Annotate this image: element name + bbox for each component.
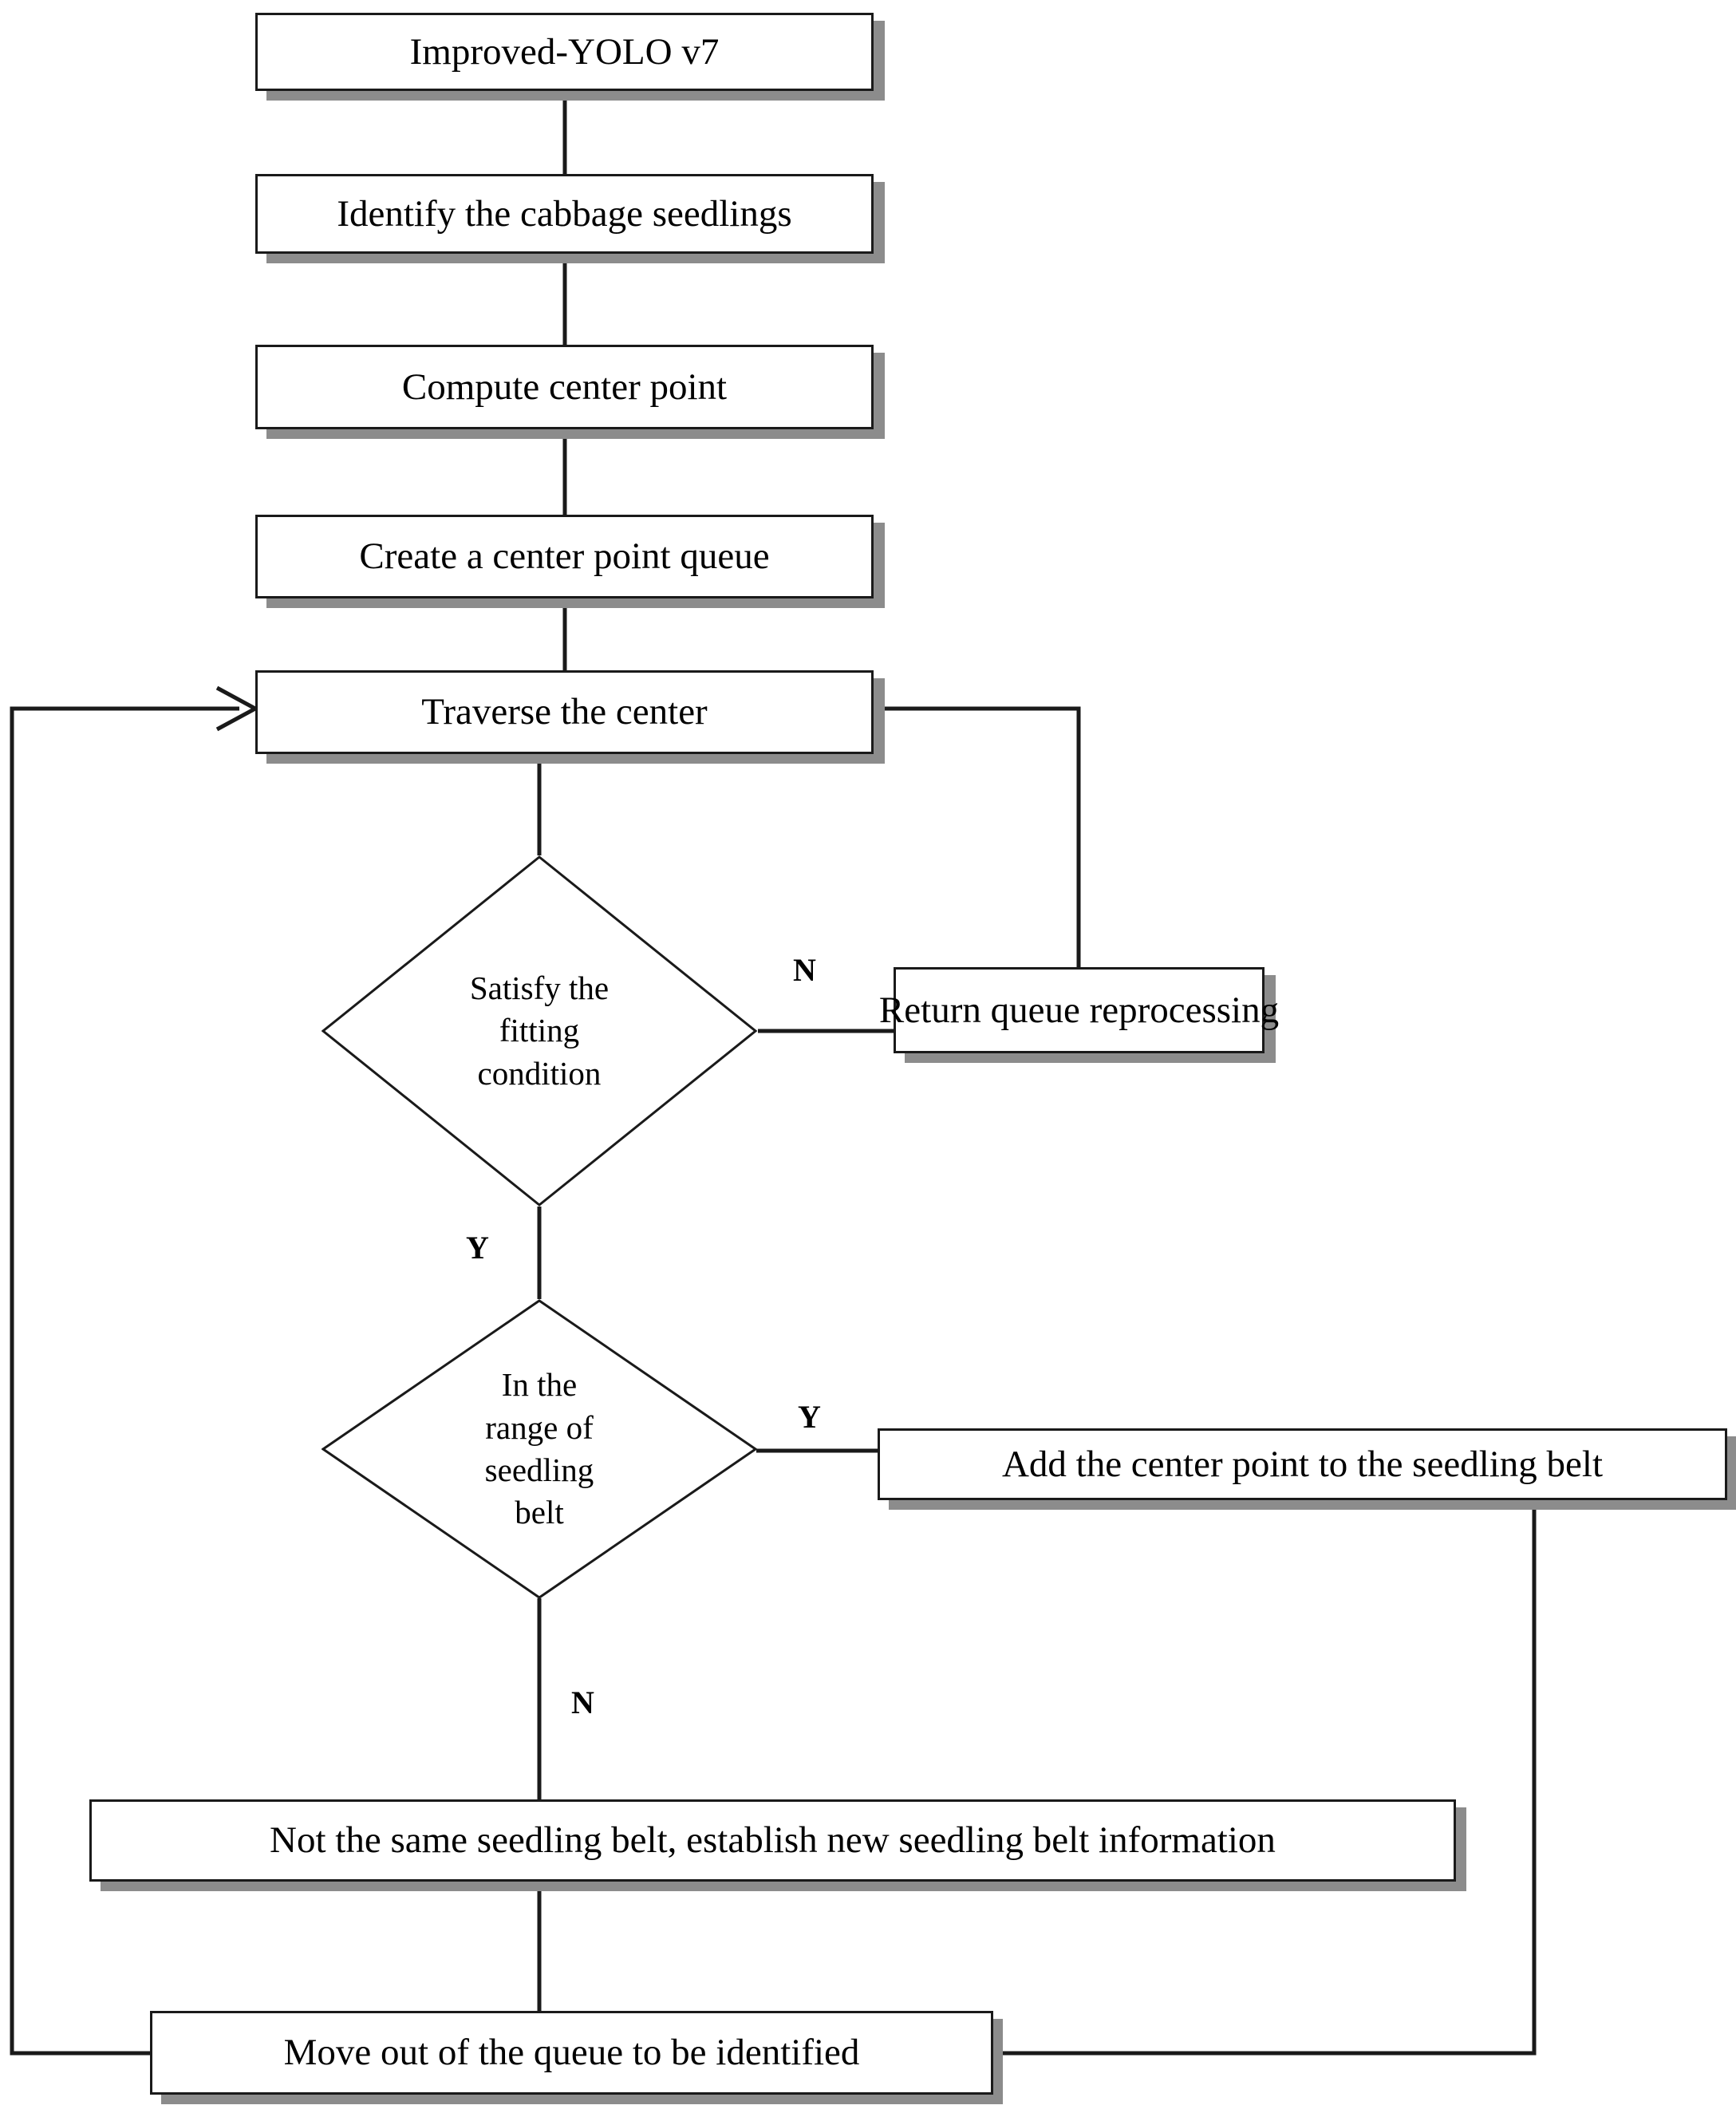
node-move-out-label: Move out of the queue to be identified [283, 2032, 860, 2074]
in-range-line-1: In the [501, 1366, 578, 1404]
node-traverse-label: Traverse the center [421, 691, 708, 733]
fit-condition-line-1: Satisfy the [469, 970, 610, 1007]
node-start[interactable]: Improved-YOLO v7 [255, 13, 874, 91]
node-move-out[interactable]: Move out of the queue to be identified [150, 2011, 993, 2095]
node-reprocess-label: Return queue reprocessing [878, 989, 1280, 1031]
node-traverse[interactable]: Traverse the center [255, 670, 874, 754]
node-compute-label: Compute center point [401, 365, 728, 408]
node-add-point[interactable]: Add the center point to the seedling bel… [878, 1428, 1727, 1500]
node-new-belt[interactable]: Not the same seedling belt, establish ne… [89, 1799, 1456, 1882]
edge-label-n-fit: N [793, 952, 817, 988]
edge-addpoint-moveout [993, 1500, 1537, 2056]
node-fit-condition-label: Satisfy the fitting condition [470, 967, 609, 1095]
edge-label-n-range: N [571, 1685, 595, 1720]
fit-condition-line-3: condition [477, 1054, 602, 1092]
node-add-point-label: Add the center point to the seedling bel… [1001, 1443, 1604, 1485]
node-start-label: Improved-YOLO v7 [409, 30, 720, 73]
edge-label-y-fit: Y [466, 1230, 490, 1266]
node-in-range[interactable]: In the range of seedling belt [322, 1299, 757, 1599]
node-fit-condition[interactable]: Satisfy the fitting condition [322, 855, 757, 1207]
node-create-queue[interactable]: Create a center point queue [255, 515, 874, 598]
node-reprocess[interactable]: Return queue reprocessing [879, 967, 1279, 1053]
node-identify[interactable]: Identify the cabbage seedlings [255, 174, 874, 254]
edge-moveout-traverse [10, 706, 239, 2056]
node-create-queue-label: Create a center point queue [359, 535, 770, 578]
fit-condition-shape [322, 855, 757, 1207]
in-range-line-3: seedling [484, 1451, 594, 1488]
node-identify-label: Identify the cabbage seedlings [337, 192, 792, 235]
node-compute[interactable]: Compute center point [255, 345, 874, 429]
node-new-belt-label: Not the same seedling belt, establish ne… [270, 1819, 1276, 1862]
edge-reprocess-return-traverse [874, 706, 1081, 967]
fit-condition-line-2: fitting [499, 1012, 580, 1049]
node-in-range-label: In the range of seedling belt [485, 1364, 594, 1534]
edge-label-y-range: Y [798, 1399, 822, 1435]
in-range-shape [322, 1299, 757, 1599]
in-range-line-4: belt [515, 1494, 564, 1531]
in-range-line-2: range of [485, 1408, 594, 1446]
